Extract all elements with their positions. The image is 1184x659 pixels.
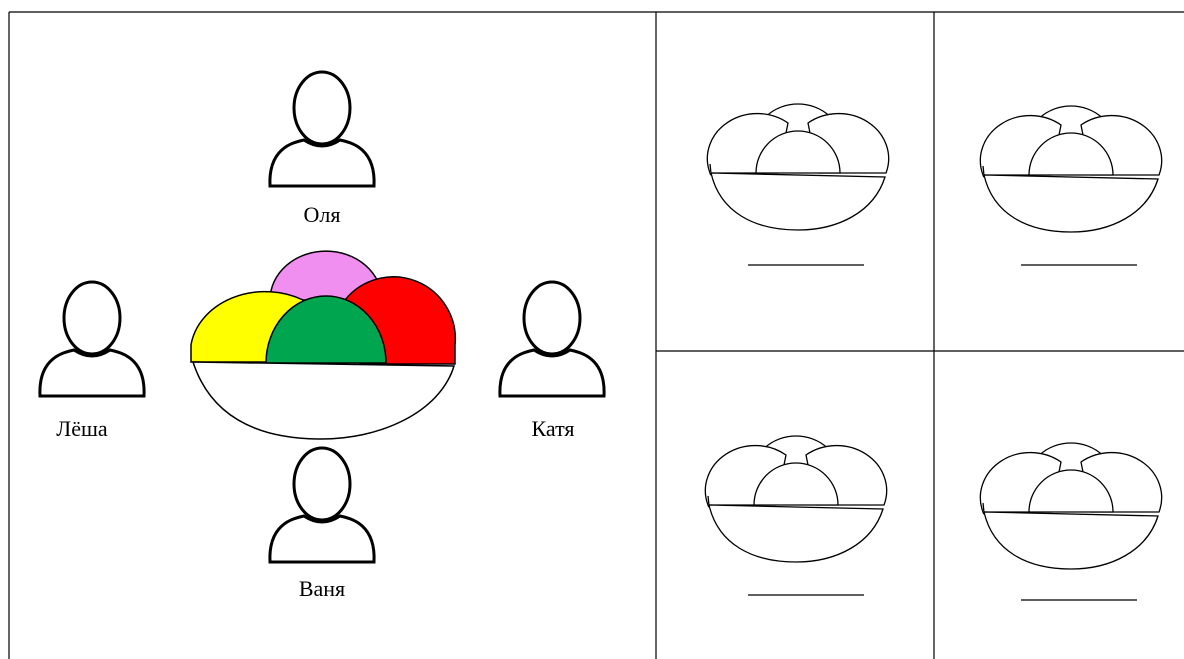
main-bowl — [190, 250, 457, 440]
scoop-front — [265, 295, 387, 364]
person-name-lyosha: Лёша — [56, 416, 108, 441]
person-name-katya: Катя — [531, 416, 574, 441]
table-grid — [8, 11, 1184, 659]
answer-cell-1 — [706, 103, 890, 266]
person-name-olya: Оля — [304, 202, 341, 227]
empty-bowl-icon — [979, 442, 1163, 570]
person-icon — [268, 446, 376, 564]
empty-bowl-icon — [706, 103, 890, 231]
bowl-body — [191, 361, 456, 440]
empty-bowl-icon — [704, 435, 888, 563]
person-icon — [38, 280, 146, 398]
answer-cell-3 — [704, 435, 888, 596]
person-katya: Катя — [498, 280, 606, 441]
person-olya: Оля — [268, 70, 376, 227]
person-icon — [268, 70, 376, 188]
person-lyosha: Лёша — [38, 280, 146, 441]
answer-cell-4 — [979, 442, 1163, 601]
person-icon — [498, 280, 606, 398]
answer-cell-2 — [979, 105, 1163, 266]
person-vanya: Ваня — [268, 446, 376, 601]
person-name-vanya: Ваня — [299, 576, 345, 601]
empty-bowl-icon — [979, 105, 1163, 233]
